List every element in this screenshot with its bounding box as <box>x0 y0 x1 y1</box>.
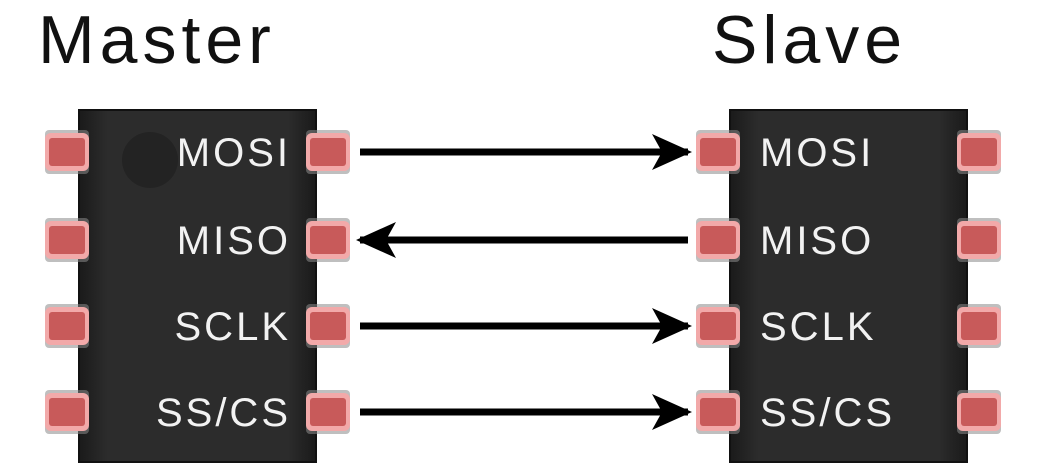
slave-pin-right-2 <box>957 218 1001 262</box>
slave-pin-label-sclk: SCLK <box>760 305 877 349</box>
master-chip-body <box>78 109 317 463</box>
master-pin-label-mosi: MOSI <box>177 131 291 175</box>
slave-pin-left-4 <box>696 390 740 434</box>
slave-pin-right-3 <box>957 304 1001 348</box>
master-pin-label-sclk: SCLK <box>175 305 292 349</box>
master-pin-left-1 <box>45 130 89 174</box>
master-pin-label-miso: MISO <box>177 219 291 263</box>
slave-pin-label-ss-cs: SS/CS <box>760 391 895 435</box>
master-pin-right-4 <box>306 390 350 434</box>
master-pin-right-3 <box>306 304 350 348</box>
master-title: Master <box>38 2 276 78</box>
slave-pin-left-1 <box>696 130 740 174</box>
master-pin-label-ss-cs: SS/CS <box>156 391 291 435</box>
slave-chip: MOSI MISO SCLK SS/CS <box>696 109 1001 463</box>
slave-pin-left-3 <box>696 304 740 348</box>
slave-pin-label-miso: MISO <box>760 219 874 263</box>
master-orientation-notch <box>122 132 178 188</box>
slave-pin-right-4 <box>957 390 1001 434</box>
slave-pin-left-2 <box>696 218 740 262</box>
master-pin-left-4 <box>45 390 89 434</box>
master-chip: MOSI MISO SCLK SS/CS <box>45 109 350 463</box>
master-pin-left-3 <box>45 304 89 348</box>
master-pin-right-1 <box>306 130 350 174</box>
slave-pin-right-1 <box>957 130 1001 174</box>
slave-chip-body <box>729 109 968 463</box>
slave-title: Slave <box>712 2 908 78</box>
master-pin-left-2 <box>45 218 89 262</box>
slave-pin-label-mosi: MOSI <box>760 131 874 175</box>
signal-arrows <box>356 134 692 430</box>
master-pin-right-2 <box>306 218 350 262</box>
